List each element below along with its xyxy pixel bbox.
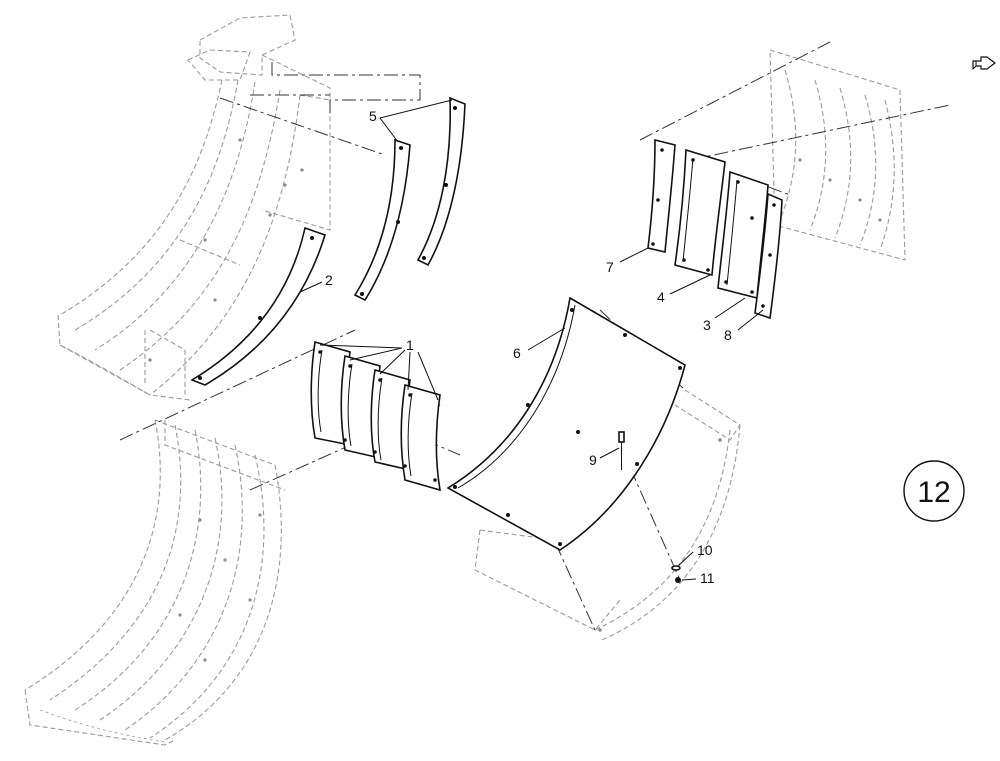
callout-6: 6 bbox=[513, 345, 521, 361]
lower-left-housing-phantom bbox=[24, 419, 286, 746]
page-number-badge: 12 bbox=[903, 460, 965, 522]
assembly-center-lines bbox=[119, 41, 951, 631]
part-5-curved-strips bbox=[353, 96, 466, 302]
part-8-plate bbox=[754, 192, 783, 320]
callout-9: 9 bbox=[589, 452, 597, 468]
part-10-washer bbox=[671, 565, 681, 571]
callout-4: 4 bbox=[657, 289, 665, 305]
upper-right-frame-phantom bbox=[769, 49, 906, 261]
callout-1: 1 bbox=[406, 337, 414, 353]
callout-10: 10 bbox=[697, 542, 713, 558]
upper-left-housing-phantom bbox=[57, 14, 331, 401]
part-2-long-strip bbox=[190, 226, 326, 386]
callout-5: 5 bbox=[369, 108, 377, 124]
part-1-liner-plates bbox=[310, 340, 441, 492]
callout-2: 2 bbox=[325, 272, 333, 288]
leader-lines bbox=[299, 99, 764, 581]
part-9-bolt bbox=[618, 431, 625, 470]
part-7-plate bbox=[647, 138, 676, 253]
page-number: 12 bbox=[917, 476, 950, 509]
part-11-nut bbox=[675, 577, 681, 583]
part-4-plate bbox=[674, 148, 726, 277]
callout-3: 3 bbox=[703, 317, 711, 333]
callout-8: 8 bbox=[724, 327, 732, 343]
pointing-hand-icon[interactable] bbox=[972, 56, 996, 70]
lower-right-support-phantom bbox=[474, 389, 741, 641]
part-6-large-plate bbox=[446, 296, 686, 551]
callout-11: 11 bbox=[700, 570, 715, 586]
callout-labels: 1 2 3 4 5 6 7 8 9 10 11 bbox=[325, 108, 732, 586]
callout-7: 7 bbox=[606, 259, 614, 275]
